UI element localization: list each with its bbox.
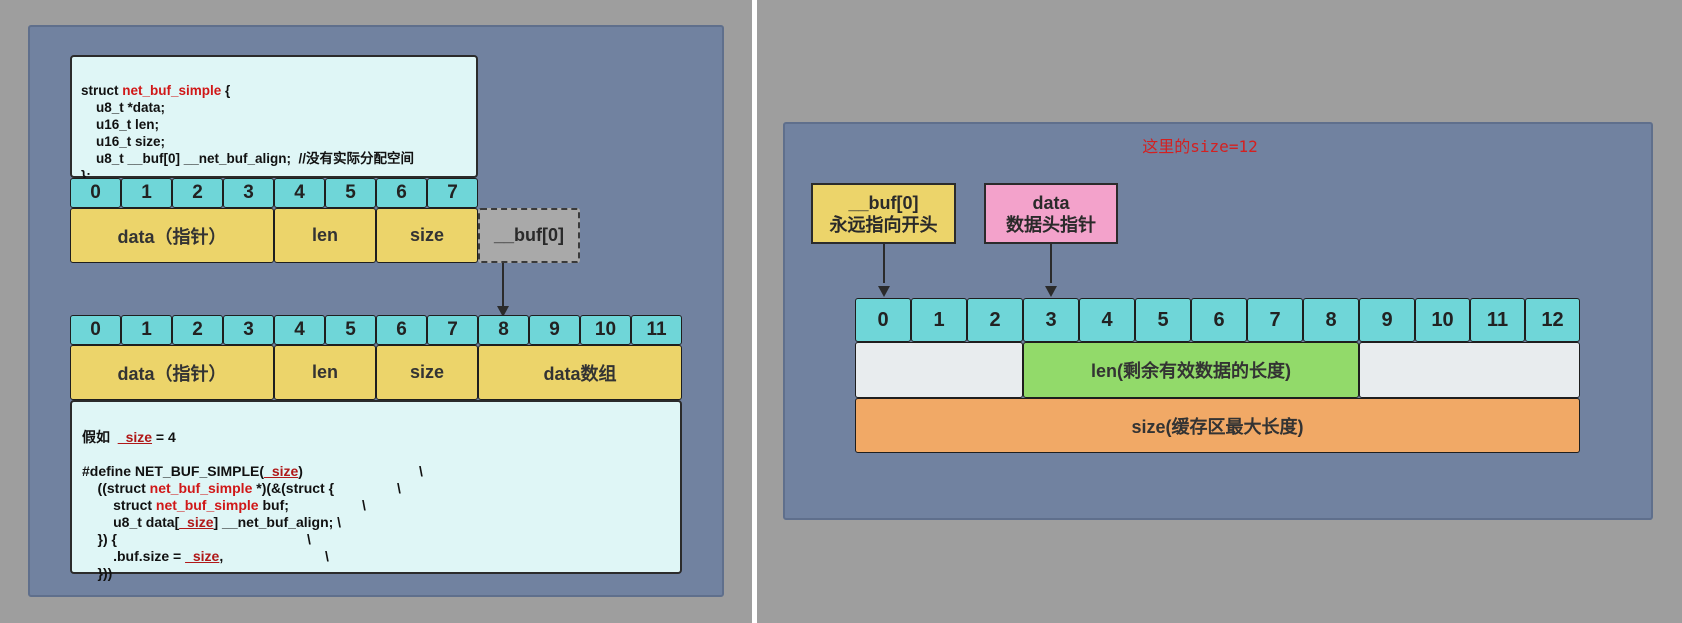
buf-zero-label-line1: __buf[0] (848, 192, 919, 213)
code-line-len: u16_t len; (81, 117, 160, 132)
buf-zero-label: __buf[0] 永远指向开头 (811, 183, 956, 244)
index-cell: 6 (1191, 298, 1247, 342)
index-cell: 8 (478, 315, 529, 345)
index-cell: 0 (70, 315, 121, 345)
macro-line-close: }) {\ (82, 530, 311, 547)
macro-line-buf: struct net_buf_simple buf;\ (82, 496, 366, 513)
index-cell: 2 (172, 315, 223, 345)
index-cell: 7 (1247, 298, 1303, 342)
index-cell: 3 (223, 315, 274, 345)
field-data-pointer: data（指针） (70, 208, 274, 263)
field-size: size (376, 345, 478, 400)
arrow-head (497, 306, 509, 317)
data-pointer-label: data 数据头指针 (984, 183, 1118, 244)
macro-line-size: 假如 _size = 4 (82, 428, 176, 445)
index-cell: 12 (1525, 298, 1580, 342)
index-cell: 1 (911, 298, 967, 342)
macro-line-define: #define NET_BUF_SIMPLE(_size)\ (82, 462, 423, 479)
index-cell: 4 (274, 315, 325, 345)
size-bar: size(缓存区最大长度) (855, 398, 1580, 453)
index-cell: 11 (1470, 298, 1525, 342)
field-data-array: data数组 (478, 345, 682, 400)
index-cell: 10 (1415, 298, 1470, 342)
index-cell: 6 (376, 315, 427, 345)
arrow-shaft (502, 263, 504, 310)
index-cell: 9 (529, 315, 580, 345)
index-cell: 5 (325, 178, 376, 208)
code-line-data: u8_t *data; (81, 100, 166, 115)
index-cell: 7 (427, 178, 478, 208)
macro-code-box: 假如 _size = 4 #define NET_BUF_SIMPLE(_siz… (70, 400, 682, 581)
code-line-struct: struct net_buf_simple { (81, 83, 231, 98)
macro-line-size-init: .buf.size = _size,\ (82, 547, 329, 564)
index-cell: 3 (223, 178, 274, 208)
index-cell: 2 (967, 298, 1023, 342)
macro-line-data: u8_t data[_size] __net_buf_align; \ (82, 513, 342, 530)
macro-line-cast: ((struct net_buf_simple *)(&(struct {\ (82, 479, 401, 496)
index-cell: 4 (274, 178, 325, 208)
size-note: 这里的size=12 (1142, 137, 1258, 156)
index-cell: 5 (1135, 298, 1191, 342)
index-cell: 3 (1023, 298, 1079, 342)
struct-code-box: struct net_buf_simple { u8_t *data; u16_… (70, 55, 478, 183)
unused-tail-space (1359, 342, 1580, 398)
index-cell: 11 (631, 315, 682, 345)
bottom-index-row: 0 1 2 3 4 5 6 7 8 9 10 11 (70, 315, 682, 345)
index-cell: 7 (427, 315, 478, 345)
arrow-shaft (1050, 244, 1052, 283)
index-cell: 9 (1359, 298, 1415, 342)
index-cell: 6 (376, 178, 427, 208)
top-index-row: 0 1 2 3 4 5 6 7 (70, 178, 478, 208)
code-line-size: u16_t size; (81, 134, 166, 149)
field-buf-zero: __buf[0] (478, 208, 580, 263)
data-pointer-label-line1: data (1032, 192, 1070, 213)
index-cell: 4 (1079, 298, 1135, 342)
index-cell: 0 (855, 298, 911, 342)
arrow-shaft (883, 244, 885, 283)
buffer-index-row: 0 1 2 3 4 5 6 7 8 9 10 11 12 (855, 298, 1580, 342)
code-line-buf: u8_t __buf[0] __net_buf_align; //没有实际分配空… (81, 151, 415, 166)
field-len: len (274, 345, 376, 400)
field-size: size (376, 208, 478, 263)
field-len: len (274, 208, 376, 263)
data-pointer-label-line2: 数据头指针 (1006, 214, 1096, 235)
index-cell: 1 (121, 178, 172, 208)
index-cell: 2 (172, 178, 223, 208)
unused-head-space (855, 342, 1023, 398)
panel-divider (752, 0, 757, 623)
buf-zero-label-line2: 永远指向开头 (829, 214, 938, 235)
macro-line-end: })) (82, 564, 113, 581)
macro-line-blank (82, 446, 670, 463)
index-cell: 0 (70, 178, 121, 208)
len-bar: len(剩余有效数据的长度) (1023, 342, 1359, 398)
index-cell: 10 (580, 315, 631, 345)
code-line-close: }; (81, 168, 91, 183)
index-cell: 5 (325, 315, 376, 345)
arrow-head (1045, 286, 1057, 297)
index-cell: 8 (1303, 298, 1359, 342)
index-cell: 1 (121, 315, 172, 345)
arrow-head (878, 286, 890, 297)
field-data-pointer: data（指针） (70, 345, 274, 400)
